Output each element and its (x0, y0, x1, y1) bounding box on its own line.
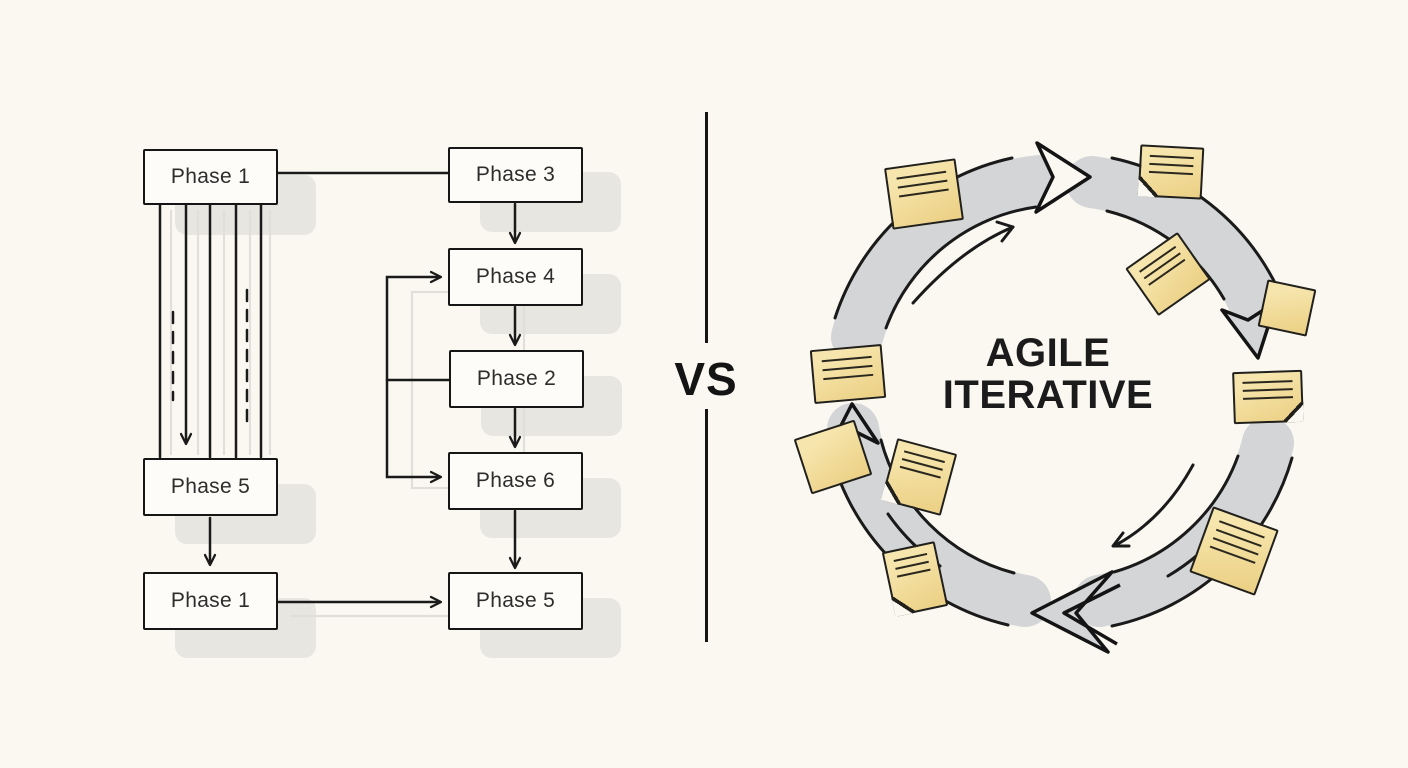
phase-box-label: Phase 1 (170, 165, 251, 188)
arrowhead-bottom-echo (1062, 583, 1121, 646)
phase-box-label: Phase 2 (476, 367, 557, 390)
sticky-note-icon (809, 343, 887, 405)
inner-arrows (911, 220, 1195, 548)
divider-line-bottom (705, 409, 708, 642)
cycle-title-line1: AGILE (985, 331, 1111, 375)
folded-corner (891, 593, 916, 617)
divider-line-top (705, 112, 708, 343)
phase-box-label: Phase 3 (475, 163, 556, 186)
phase-box-label: Phase 1 (170, 589, 251, 612)
arrowhead-bottom (1030, 570, 1114, 654)
folded-corner (1137, 176, 1159, 198)
inner-arrow-bottom (1112, 463, 1195, 548)
phase-box-6: Phase 6 (448, 452, 583, 510)
band-top-left (831, 155, 1066, 363)
bracket-phase2-phase6 (385, 378, 443, 484)
phase-box-label: Phase 5 (475, 589, 556, 612)
cycle-title-line2: ITERATIVE (942, 373, 1154, 417)
phase-box-label: Phase 6 (475, 469, 556, 492)
phase-box-3: Phase 3 (448, 147, 583, 203)
phase-box-1-top: Phase 1 (143, 149, 278, 205)
sticky-note-icon (884, 158, 964, 230)
cycle-title: AGILE ITERATIVE (868, 332, 1228, 416)
band-top-right (1066, 156, 1282, 332)
phase-box-1-bottom: Phase 1 (143, 572, 278, 630)
arrowhead-top (1034, 141, 1092, 214)
bracket-phase2-phase4 (385, 270, 451, 382)
phase-box-label: Phase 5 (170, 475, 251, 498)
phase-box-label: Phase 4 (475, 265, 556, 288)
phase-box-5-bottom: Phase 5 (448, 572, 583, 630)
inner-arrow-top (911, 225, 1015, 305)
flow-connectors (158, 171, 522, 609)
phase-box-4: Phase 4 (448, 248, 583, 306)
folded-corner (1283, 401, 1304, 423)
phase-box-2: Phase 2 (449, 350, 584, 408)
phase-box-5-left: Phase 5 (143, 458, 278, 516)
sticky-note-icon (1232, 369, 1304, 425)
sticky-note-icon (1257, 279, 1317, 337)
vs-label: VS (674, 353, 738, 405)
sticky-note-icon (1137, 144, 1205, 200)
